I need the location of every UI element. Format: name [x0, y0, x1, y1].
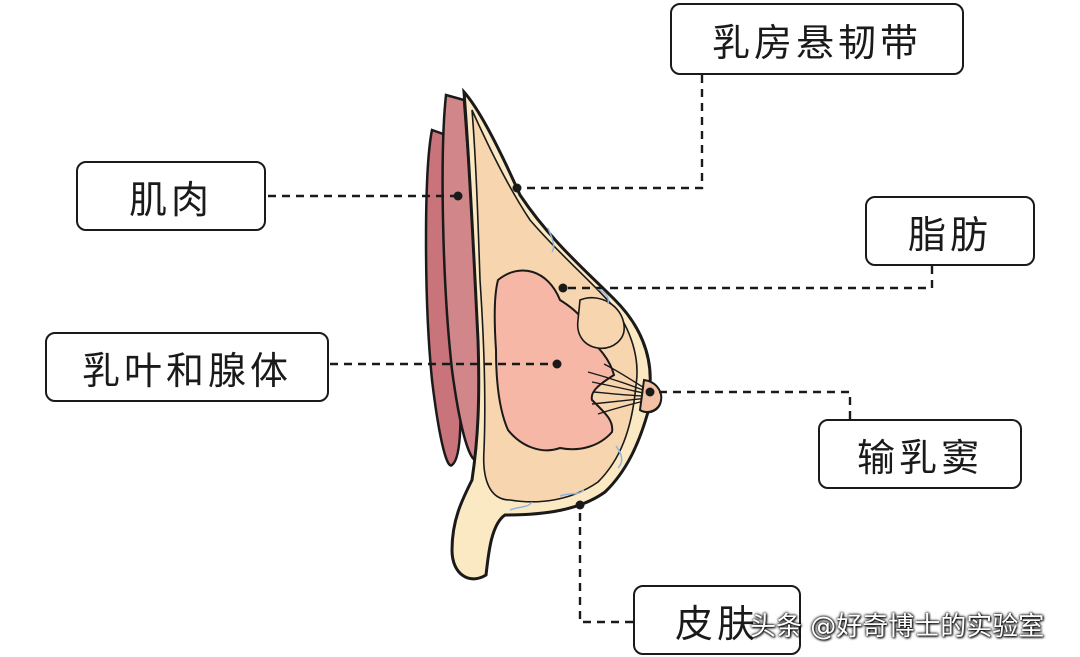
label-lobes-and-glands: 乳叶和腺体 [45, 332, 329, 402]
leader-duct [650, 390, 852, 419]
label-skin: 皮肤 [633, 585, 801, 655]
leader-fat [563, 266, 934, 290]
leader-ligament [517, 75, 704, 190]
watermark: 头条 @好奇博士的实验室 [750, 612, 1045, 642]
label-fat: 脂肪 [865, 196, 1035, 266]
leader-dots [453, 183, 655, 510]
leader-skin [578, 505, 633, 624]
label-muscle: 肌肉 [76, 161, 266, 231]
label-lactiferous-sinus: 输乳窦 [818, 419, 1022, 489]
leader-lines [268, 75, 934, 624]
label-suspensory-ligament: 乳房悬韧带 [670, 3, 964, 75]
